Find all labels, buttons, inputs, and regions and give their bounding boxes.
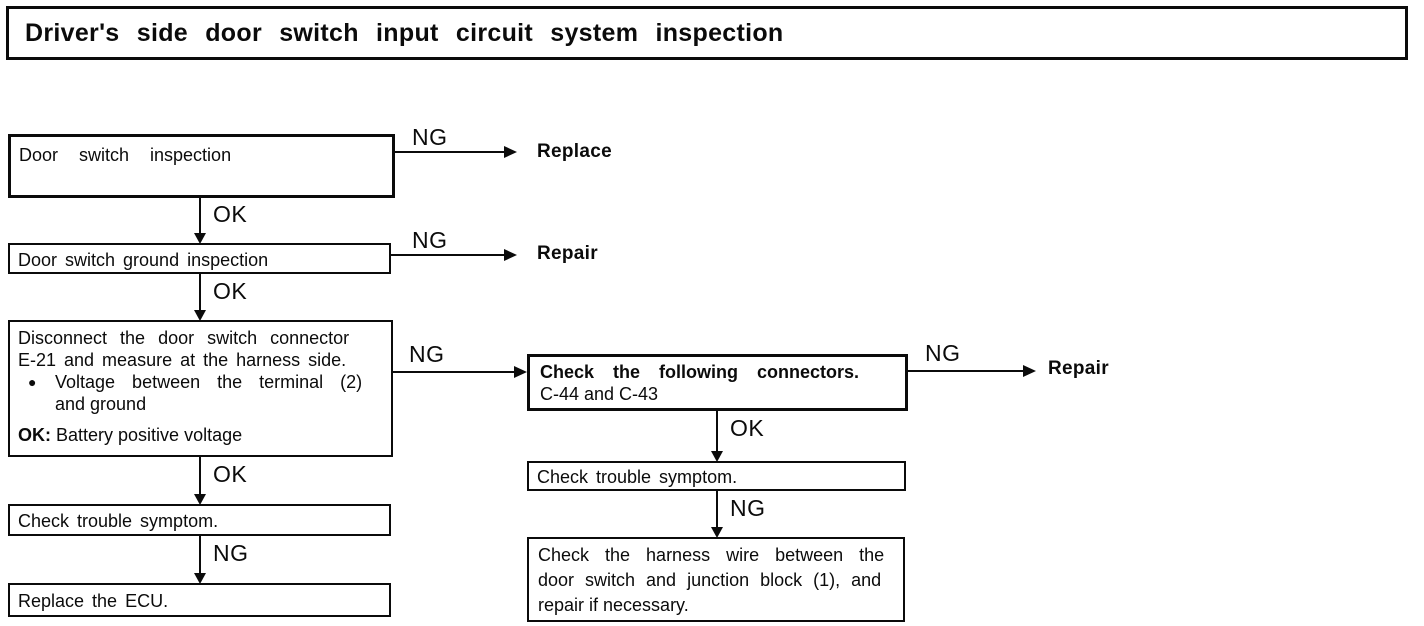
ok-label: OK [213, 201, 248, 227]
arrow-head-icon [194, 573, 206, 584]
arrow-line [395, 151, 507, 153]
step-check-harness-wire: Check the harness wire between the door … [527, 537, 905, 622]
step-disconnect-and-measure: Disconnect the door switch connector E-2… [8, 320, 393, 457]
arrow-head-icon [194, 310, 206, 321]
arrow-head-icon [1023, 365, 1036, 377]
arrow-line [199, 198, 201, 236]
arrow-head-icon [711, 527, 723, 538]
bullet-text-continued: and ground [55, 394, 147, 414]
step-label: Door switch inspection [19, 145, 232, 165]
step-check-connectors: Check the following connectors. C-44 and… [527, 354, 908, 411]
ng-label: NG [412, 124, 448, 150]
bullet-text: Voltage between the terminal (2) [55, 372, 363, 392]
arrow-down-b3-b4 [194, 457, 206, 505]
arrow-right-b3-r1 [393, 366, 527, 378]
arrow-down-b2-b3 [194, 274, 206, 321]
step-text-line: C-44 and C-43 [540, 384, 659, 404]
arrow-line [199, 536, 201, 576]
step-label: Replace the ECU. [18, 591, 169, 611]
bullet-item: ● Voltage between the terminal (2) [18, 371, 383, 393]
outcome-replace: Replace [537, 141, 612, 162]
arrow-right-b2-repair [391, 249, 517, 261]
page-title: Driver's side door switch input circuit … [25, 19, 784, 47]
arrow-right-r1-repair [908, 365, 1036, 377]
ok-label: OK [213, 461, 248, 487]
ng-label: NG [412, 227, 448, 253]
bullet-icon: ● [28, 374, 37, 390]
arrow-head-icon [504, 146, 517, 158]
arrow-line [716, 491, 718, 530]
step-text-line: door switch and junction block (1), and [538, 570, 882, 590]
arrow-line [199, 457, 201, 497]
arrow-line [716, 411, 718, 454]
step-label: Door switch ground inspection [18, 250, 269, 270]
step-label: Check trouble symptom. [18, 511, 219, 531]
ok-condition: OK: Battery positive voltage [18, 424, 383, 446]
step-label: Check trouble symptom. [537, 467, 738, 487]
step-text-line: Check the following connectors. [540, 362, 860, 382]
step-check-trouble-symptom-left: Check trouble symptom. [8, 504, 391, 536]
step-replace-ecu: Replace the ECU. [8, 583, 391, 617]
arrow-down-b1-b2 [194, 198, 206, 244]
ng-label: NG [213, 540, 249, 566]
step-door-switch-ground-inspection: Door switch ground inspection [8, 243, 391, 274]
outcome-repair: Repair [1048, 358, 1109, 379]
page-title-box: Driver's side door switch input circuit … [6, 6, 1408, 60]
ng-label: NG [925, 340, 961, 366]
ok-label: OK [730, 415, 765, 441]
arrow-head-icon [194, 233, 206, 244]
step-text-line: repair if necessary. [538, 595, 689, 615]
step-text-line: E-21 and measure at the harness side. [18, 350, 347, 370]
ng-label: NG [730, 495, 766, 521]
arrow-head-icon [711, 451, 723, 462]
step-text-line: Disconnect the door switch connector [18, 328, 350, 348]
arrow-head-icon [194, 494, 206, 505]
ok-condition-value: Battery positive voltage [56, 425, 243, 445]
arrow-down-r1-r2 [711, 411, 723, 462]
arrow-line [908, 370, 1026, 372]
arrow-line [199, 274, 201, 313]
ng-label: NG [409, 341, 445, 367]
step-check-trouble-symptom-right: Check trouble symptom. [527, 461, 906, 491]
ok-condition-prefix: OK: [18, 425, 51, 445]
arrow-head-icon [504, 249, 517, 261]
arrow-line [391, 254, 507, 256]
arrow-right-b1-replace [395, 146, 517, 158]
arrow-down-b4-b5 [194, 536, 206, 584]
arrow-down-r2-r3 [711, 491, 723, 538]
arrow-line [393, 371, 517, 373]
outcome-repair: Repair [537, 243, 598, 264]
arrow-head-icon [514, 366, 527, 378]
step-text-line: Check the harness wire between the [538, 545, 885, 565]
step-door-switch-inspection: Door switch inspection [8, 134, 395, 198]
ok-label: OK [213, 278, 248, 304]
